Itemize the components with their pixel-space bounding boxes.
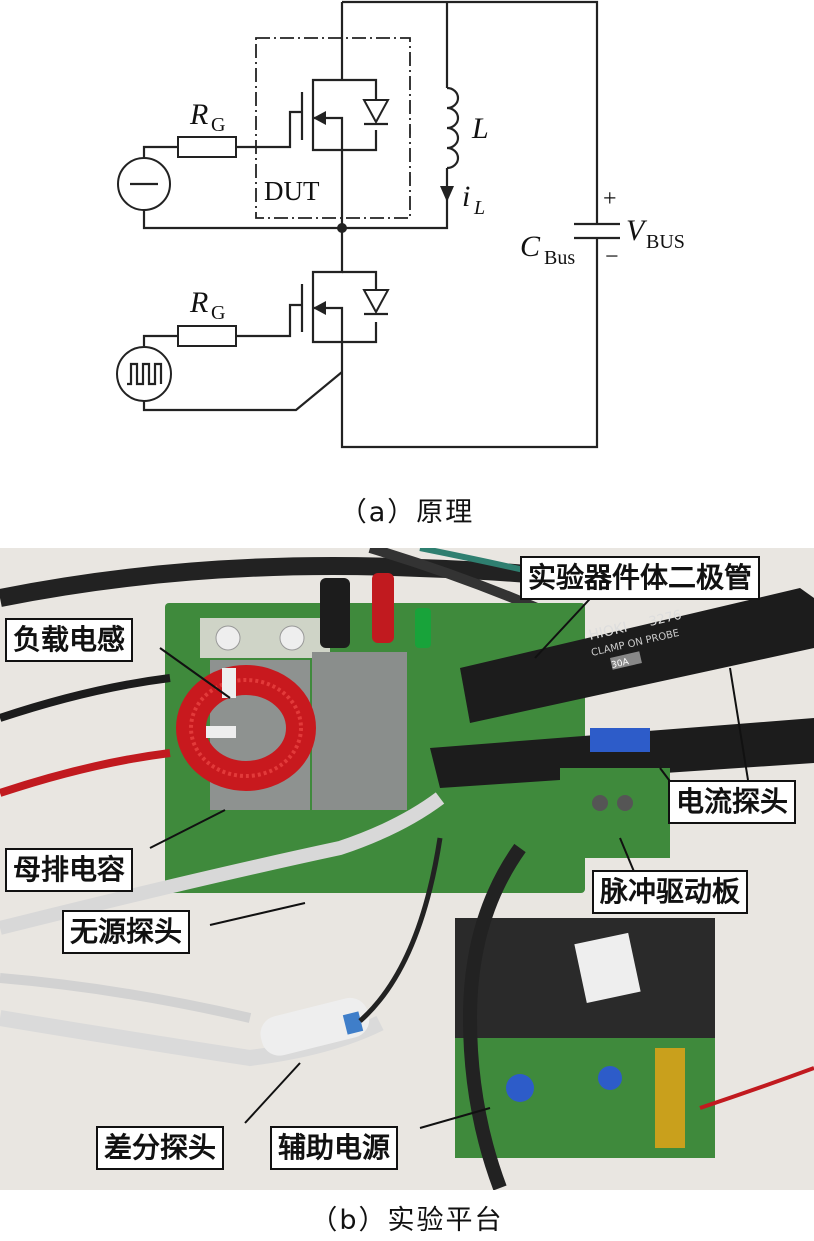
plus-sign: + bbox=[603, 186, 617, 212]
callout-inductor: 负载电感 bbox=[5, 618, 134, 662]
inductor-coil bbox=[446, 86, 460, 170]
caption-b: （b）实验平台 bbox=[310, 1205, 504, 1236]
svg-text:L: L bbox=[473, 197, 485, 219]
callout-diff-probe: 差分探头 bbox=[96, 1126, 225, 1170]
low-mosfet bbox=[236, 228, 390, 372]
dut-mosfet bbox=[236, 78, 390, 228]
svg-text:3276: 3276 bbox=[648, 608, 684, 630]
vbus-label: V bbox=[626, 214, 648, 247]
inductor-wire bbox=[342, 2, 449, 230]
svg-text:Bus: Bus bbox=[544, 247, 575, 269]
rg-bottom-label: R bbox=[189, 286, 208, 319]
circuit-schematic: R G R G DUT L i L C Bus V BUS + − bbox=[116, 0, 685, 449]
right-rail bbox=[340, 262, 599, 449]
pulse-driver-board bbox=[560, 768, 670, 858]
callout-pulse-board: 脉冲驱动板 bbox=[592, 870, 749, 914]
diff-probe-body bbox=[260, 997, 370, 1056]
svg-text:BUS: BUS bbox=[646, 231, 685, 253]
photo-drawing: HIOKI 3276 CLAMP ON PROBE 30A bbox=[0, 548, 814, 1190]
minus-sign: − bbox=[605, 244, 619, 270]
top-rail bbox=[340, 0, 599, 192]
inductor-coil-photo bbox=[176, 665, 316, 791]
experiment-photo: HIOKI 3276 CLAMP ON PROBE 30A bbox=[0, 548, 814, 1190]
dut-box bbox=[255, 37, 411, 219]
current-arrow bbox=[440, 186, 454, 202]
current-label: i bbox=[462, 180, 470, 213]
inductor-label: L bbox=[471, 112, 489, 145]
dut-label: DUT bbox=[264, 176, 320, 206]
bus-capacitor bbox=[574, 192, 620, 262]
svg-text:30A: 30A bbox=[610, 657, 630, 671]
callout-aux-power: 辅助电源 bbox=[270, 1126, 399, 1170]
svg-text:G: G bbox=[211, 302, 225, 324]
gate-resistor-top bbox=[177, 136, 237, 158]
callout-diode: 实验器件体二极管 bbox=[520, 556, 761, 600]
gate-resistor-bottom bbox=[177, 325, 237, 347]
callout-bus-cap: 母排电容 bbox=[5, 848, 134, 892]
svg-text:G: G bbox=[211, 114, 225, 136]
rg-top-label: R bbox=[189, 98, 208, 131]
caption-a: （a）原理 bbox=[339, 497, 475, 528]
callout-passive-probe: 无源探头 bbox=[62, 910, 191, 954]
callout-current-probe: 电流探头 bbox=[668, 780, 797, 824]
cap-label: C bbox=[520, 230, 541, 263]
current-probe-photo: HIOKI 3276 CLAMP ON PROBE 30A bbox=[430, 588, 814, 788]
